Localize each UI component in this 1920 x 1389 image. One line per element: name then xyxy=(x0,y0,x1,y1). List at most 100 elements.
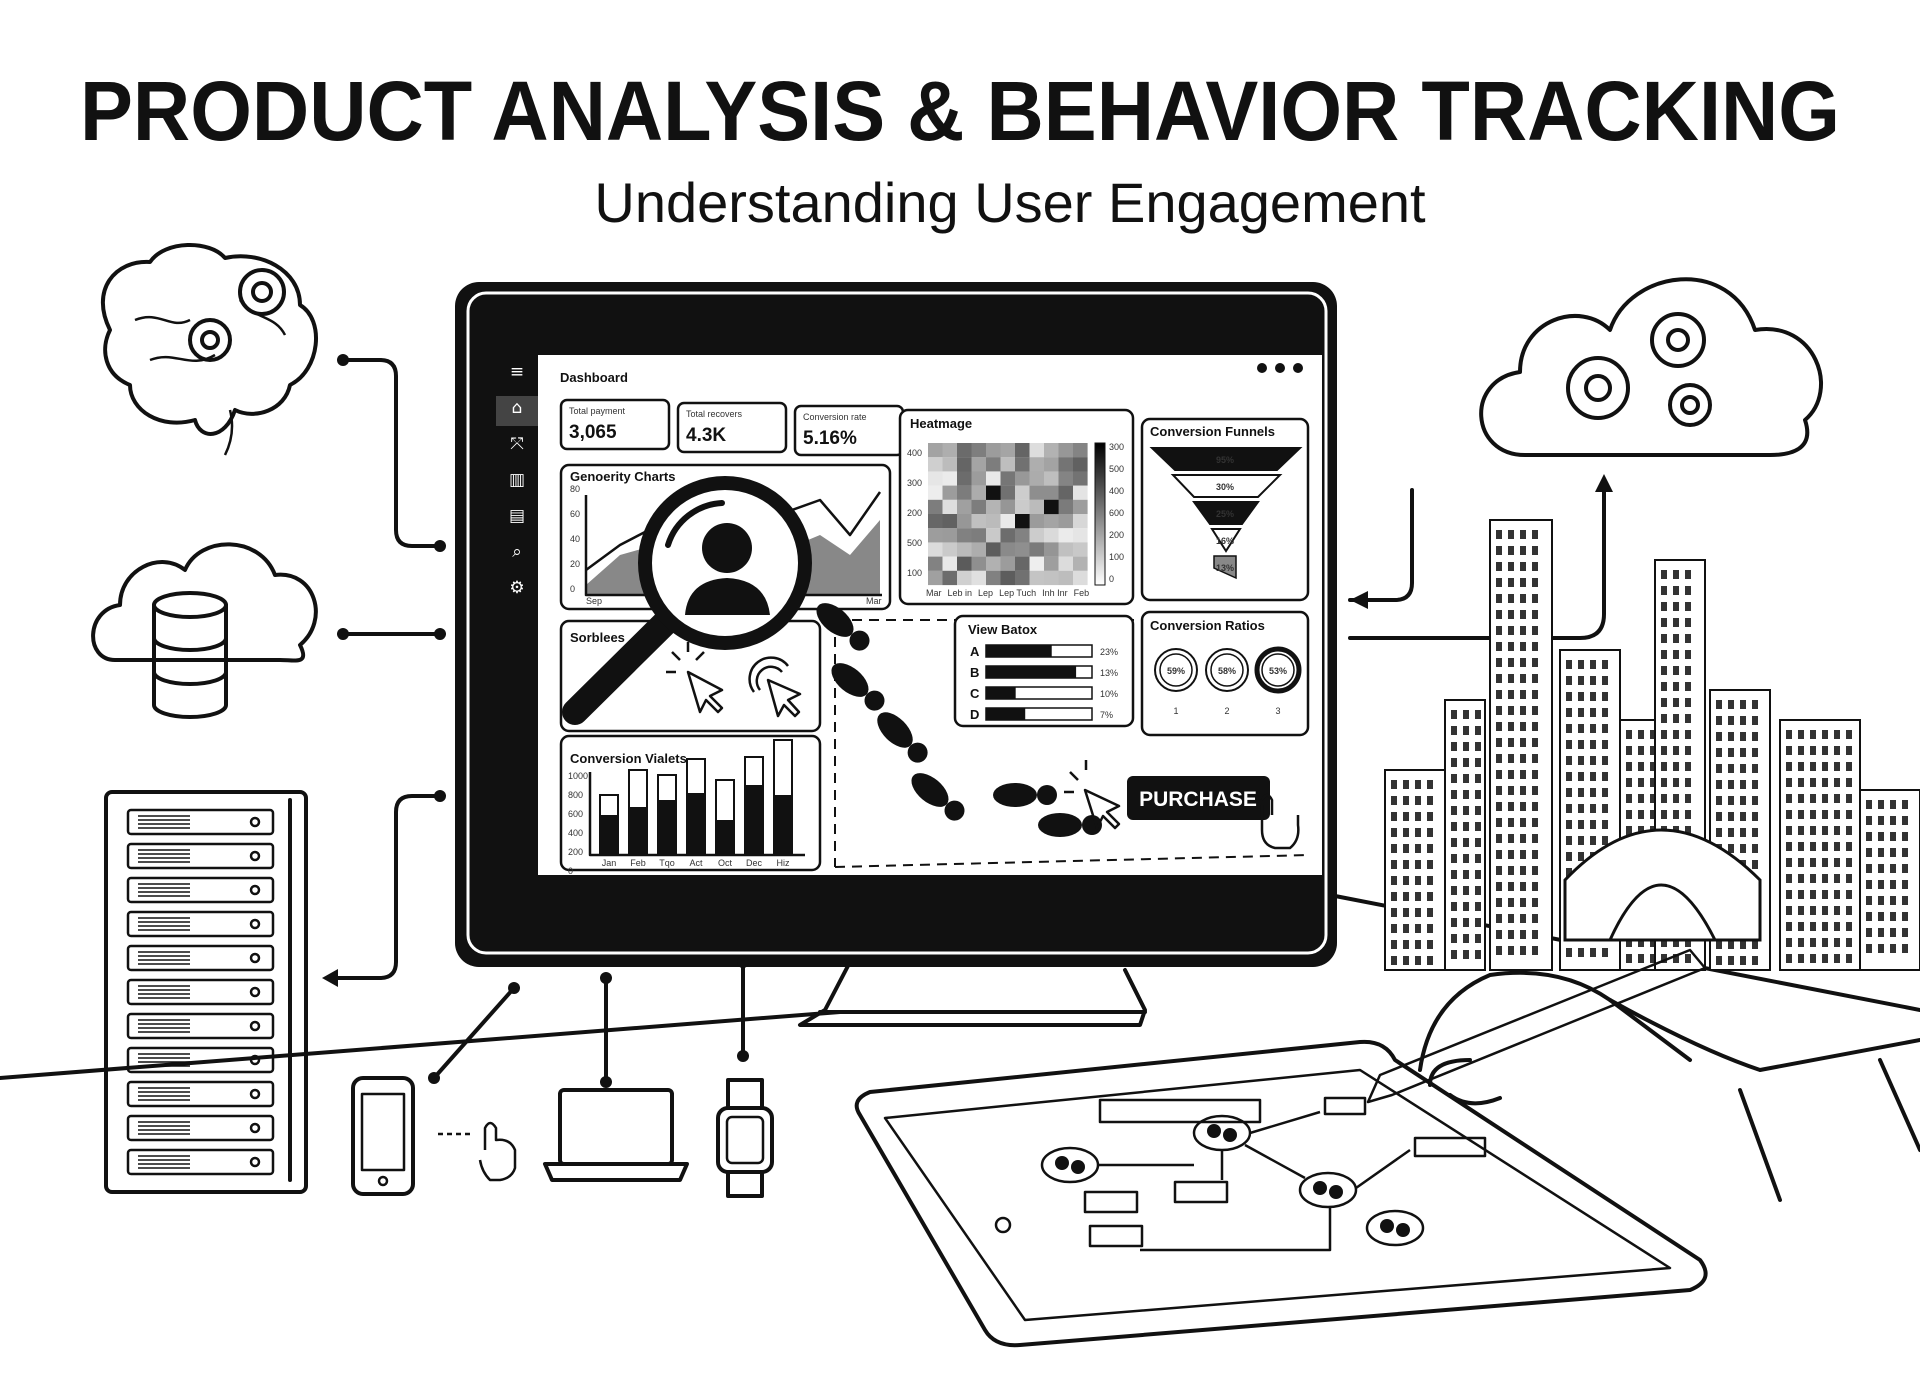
heatmap-cell xyxy=(1073,556,1088,571)
heatmap-cell xyxy=(971,499,987,515)
tablet-flowchart-illustration xyxy=(854,948,1920,1348)
ratio-label: 3 xyxy=(1275,706,1280,716)
heatmap-cell xyxy=(1058,570,1074,586)
heatmap-cell xyxy=(957,443,972,458)
heatmap-cell xyxy=(986,570,1001,586)
window-controls[interactable] xyxy=(1257,363,1303,373)
ratio-gauge: 58%2 xyxy=(1205,648,1249,716)
area-x-label: Sep xyxy=(586,596,602,606)
heatmap-cell xyxy=(1044,514,1059,529)
heatmap-y-tick: 400 xyxy=(907,448,922,458)
heatmap-cell xyxy=(1015,471,1030,486)
bar-x-label: Jan xyxy=(602,858,617,868)
svg-text:B: B xyxy=(970,665,979,680)
ratio-value: 58% xyxy=(1218,666,1236,676)
heatmap-cell xyxy=(1073,514,1088,529)
share-icon[interactable]: ⤧ xyxy=(510,434,524,454)
heatmap-x-label: Mar xyxy=(926,588,942,598)
flow-box xyxy=(1413,1136,1487,1158)
stat-value: 5.16% xyxy=(803,428,857,449)
smartphone-icon xyxy=(351,1076,415,1196)
heatmap-cell xyxy=(971,556,987,571)
heatmap-cell xyxy=(957,542,972,557)
user-node-icon xyxy=(1365,1209,1425,1247)
gear-icon[interactable]: ⚙ xyxy=(509,578,524,598)
heatmap-cell xyxy=(1044,528,1059,543)
stat-value: 3,065 xyxy=(569,422,617,443)
heatmap-cell xyxy=(1073,570,1088,586)
heatmap-cell xyxy=(942,542,958,557)
heatmap-x-label: Inh Inr xyxy=(1042,588,1068,598)
heatmap-cell xyxy=(1029,457,1045,472)
server-slot xyxy=(126,978,275,1006)
heatmap-x-label: Lep xyxy=(978,588,993,598)
document-icon[interactable]: ▤ xyxy=(509,506,525,526)
tap-gesture-icon xyxy=(478,1121,517,1182)
stat-value: 4.3K xyxy=(686,425,726,446)
svg-text:D: D xyxy=(970,707,979,722)
page-subtitle: Understanding User Engagement xyxy=(594,171,1426,234)
heatmap-cell xyxy=(1029,443,1045,458)
funnel-stage xyxy=(1210,528,1242,553)
heatmap-cell xyxy=(986,514,1001,529)
server-slot xyxy=(126,808,275,836)
heatmap-cell xyxy=(1073,457,1088,472)
colorbar-tick: 200 xyxy=(1109,530,1124,540)
heatmap-cell xyxy=(1058,542,1074,557)
heatmap-cell xyxy=(1029,570,1045,586)
heatmap-cell xyxy=(1000,457,1016,472)
bar-chart-icon[interactable]: ▥ xyxy=(509,470,525,490)
heatmap-cell xyxy=(1029,471,1045,486)
search-icon[interactable]: ⌕ xyxy=(512,542,522,562)
svg-text:A: A xyxy=(970,644,980,659)
heatmap-cell xyxy=(986,443,1001,458)
heatmap-cell xyxy=(957,514,972,529)
heatmap-cell xyxy=(928,471,943,486)
smartwatch-icon xyxy=(716,1078,774,1198)
view-box-value: 7% xyxy=(1100,710,1113,720)
server-slot xyxy=(126,842,275,870)
heatmap-cell xyxy=(971,542,987,557)
home-icon[interactable]: ⌂ xyxy=(512,398,523,418)
area-y-tick: 20 xyxy=(570,559,580,569)
heatmap-cell xyxy=(1058,471,1074,486)
heatmap-x-label: Lep Tuch xyxy=(999,588,1036,598)
heatmap-cell xyxy=(1044,542,1059,557)
svg-text:C: C xyxy=(970,686,980,701)
heatmap-cell xyxy=(1000,556,1016,571)
area-y-tick: 40 xyxy=(570,534,580,544)
heatmap-cell xyxy=(1073,542,1088,557)
progress-fill xyxy=(986,645,1052,657)
heatmap-cell xyxy=(1029,485,1045,500)
area-chart-title: Genoerity Charts xyxy=(570,469,675,484)
heatmap-cell xyxy=(1044,556,1059,571)
heatmap-cell xyxy=(971,471,987,486)
heatmap-cell xyxy=(957,556,972,571)
stat-label: Total recovers xyxy=(686,409,743,419)
building xyxy=(1384,769,1446,971)
bar-filled xyxy=(774,795,792,855)
heatmap-cell xyxy=(1000,570,1016,586)
heatmap-cell xyxy=(1044,570,1059,586)
click-cursor-icon xyxy=(1064,760,1121,830)
colorbar-tick: 400 xyxy=(1109,486,1124,496)
bar-x-label: Feb xyxy=(630,858,646,868)
page-title: PRODUCT ANALYSIS & BEHAVIOR TRACKING xyxy=(80,64,1840,158)
heatmap-cell xyxy=(1044,471,1059,486)
menu-icon[interactable]: ≡ xyxy=(510,362,524,382)
purchase-button[interactable]: PURCHASE xyxy=(1127,776,1270,820)
bar-filled xyxy=(687,793,705,855)
heatmap-cell xyxy=(957,485,972,500)
heatmap-cell xyxy=(942,570,958,586)
building xyxy=(1444,699,1486,971)
heatmap-cell xyxy=(986,528,1001,543)
sidebar xyxy=(496,355,538,875)
magnifier-user-icon xyxy=(562,476,812,725)
heatmap-cell xyxy=(1000,528,1016,543)
sorblees-title: Sorblees xyxy=(570,630,625,645)
bar-x-label: Act xyxy=(689,858,703,868)
heatmap-cell xyxy=(1015,556,1030,571)
